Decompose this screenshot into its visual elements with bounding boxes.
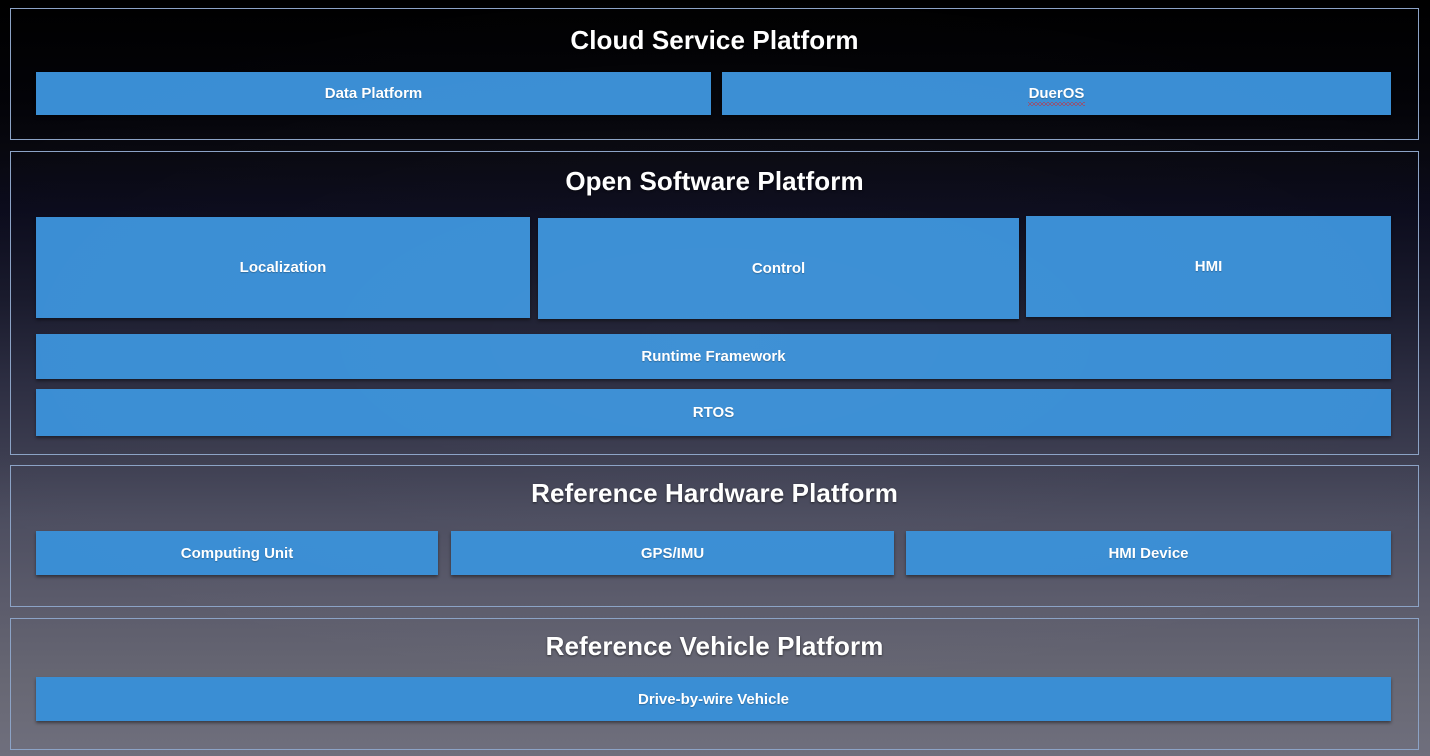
bar-label-runtime-framework: Runtime Framework: [641, 348, 786, 365]
box-label-hmi: HMI: [1194, 258, 1223, 275]
layer-open-software-platform: Open Software Platform Localization Cont…: [10, 151, 1419, 455]
bar-label-drive-by-wire-vehicle: Drive-by-wire Vehicle: [638, 690, 789, 708]
box-data-platform[interactable]: Data Platform: [36, 72, 711, 115]
box-label-control: Control: [751, 260, 806, 277]
layer-reference-hardware-platform: Reference Hardware Platform Computing Un…: [10, 465, 1419, 607]
box-localization[interactable]: Localization: [36, 217, 530, 318]
layer-title-reference-vehicle-platform: Reference Vehicle Platform: [545, 631, 884, 661]
box-computing-unit[interactable]: Computing Unit: [36, 531, 438, 575]
layer-reference-vehicle-platform: Reference Vehicle Platform Drive-by-wire…: [10, 618, 1419, 750]
layer-cloud-service-platform: Cloud Service Platform Data Platform Due…: [10, 8, 1419, 140]
box-gps-imu[interactable]: GPS/IMU: [451, 531, 894, 575]
box-label-data-platform: Data Platform: [324, 85, 423, 102]
bar-label-rtos: RTOS: [692, 404, 735, 421]
box-hmi-device[interactable]: HMI Device: [906, 531, 1391, 575]
box-dueros[interactable]: DuerOS: [722, 72, 1391, 115]
box-hmi[interactable]: HMI: [1026, 216, 1391, 317]
bar-runtime-framework[interactable]: Runtime Framework: [36, 334, 1391, 379]
bar-rtos[interactable]: RTOS: [36, 389, 1391, 436]
layer-title-reference-hardware-platform: Reference Hardware Platform: [531, 478, 898, 508]
box-control[interactable]: Control: [538, 218, 1019, 319]
bar-drive-by-wire-vehicle[interactable]: Drive-by-wire Vehicle: [36, 677, 1391, 721]
box-label-localization: Localization: [239, 259, 327, 276]
layer-title-cloud-service-platform: Cloud Service Platform: [570, 25, 859, 55]
box-label-dueros: DuerOS: [1027, 84, 1086, 106]
box-label-computing-unit: Computing Unit: [180, 544, 294, 562]
layer-title-open-software-platform: Open Software Platform: [565, 166, 864, 196]
box-label-hmi-device: HMI Device: [1108, 544, 1189, 562]
box-label-gps-imu: GPS/IMU: [640, 544, 705, 562]
